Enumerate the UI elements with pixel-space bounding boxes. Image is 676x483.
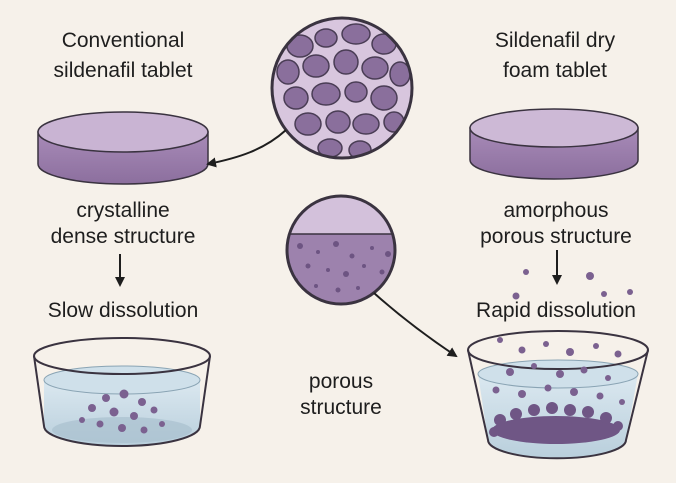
settled-particles bbox=[489, 402, 623, 444]
left-result-label: Slow dissolution bbox=[47, 299, 199, 322]
center-caption-line2: structure bbox=[300, 396, 382, 419]
crystalline-magnifier bbox=[270, 16, 414, 160]
left-title-line2: sildenafil tablet bbox=[53, 59, 193, 82]
right-structure-line1: amorphous bbox=[503, 199, 609, 222]
foam-to-beaker-arrow bbox=[373, 292, 458, 358]
foam-magnifier bbox=[285, 194, 397, 306]
center-caption-line1: porous bbox=[308, 370, 374, 393]
left-structure-line1: crystalline bbox=[76, 199, 170, 222]
right-structure-line2: porous structure bbox=[480, 225, 632, 248]
crystal-to-tablet-arrow bbox=[206, 129, 287, 168]
right-title-line1: Sildenafil dry bbox=[494, 29, 616, 52]
slow-particles bbox=[79, 389, 165, 434]
rapid-dissolution-beaker bbox=[467, 269, 649, 460]
left-title-line1: Conventional bbox=[61, 29, 185, 52]
conventional-tablet bbox=[37, 111, 209, 185]
dry-foam-tablet bbox=[469, 108, 639, 180]
right-title-line2: foam tablet bbox=[503, 59, 607, 82]
foam-pores bbox=[294, 241, 391, 293]
left-structure-line2: dense structure bbox=[50, 225, 196, 248]
rising-particles bbox=[492, 269, 633, 405]
slow-dissolution-beaker bbox=[33, 337, 211, 447]
right-result-label: Rapid dissolution bbox=[476, 299, 636, 322]
